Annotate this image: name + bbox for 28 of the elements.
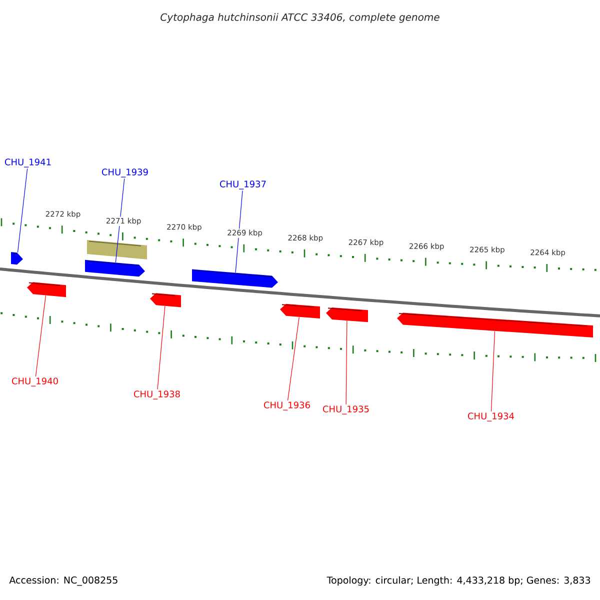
gene-label: CHU_1936 — [264, 402, 310, 410]
leader-line — [115, 178, 125, 263]
gene-label: CHU_1934 — [468, 412, 514, 422]
gene-feature — [85, 260, 145, 277]
gene-feature — [192, 269, 278, 288]
gene-feature — [11, 252, 23, 265]
leader-line — [287, 316, 300, 401]
accession-text: Accession: NC_008255 — [9, 576, 118, 586]
gene-feature — [27, 282, 66, 298]
gene-label: CHU_1941 — [4, 158, 51, 168]
leader-line — [157, 306, 166, 390]
gene-feature — [397, 312, 593, 338]
title: Cytophaga hutchinsonii ATCC 33406, complete genome — [160, 13, 440, 23]
leader-line — [346, 320, 348, 405]
gene-label: CHU_1937 — [220, 180, 266, 190]
feature-bar — [87, 240, 147, 260]
gene-feature — [326, 307, 368, 322]
gene-feature — [150, 293, 181, 308]
leader-line — [35, 295, 46, 377]
gene-feature — [280, 304, 320, 319]
leader-line — [235, 190, 243, 273]
gene-label: CHU_1940 — [12, 378, 58, 386]
leader-line — [490, 331, 496, 412]
gene-label: CHU_1938 — [134, 390, 180, 400]
gene-label: CHU_1939 — [102, 168, 148, 178]
gene-label: CHU_1935 — [322, 406, 369, 414]
leader-line — [17, 168, 28, 253]
genome-info-text: Topology: circular; Length: 4,433,218 bp; Genes: 3,833 — [326, 576, 590, 586]
